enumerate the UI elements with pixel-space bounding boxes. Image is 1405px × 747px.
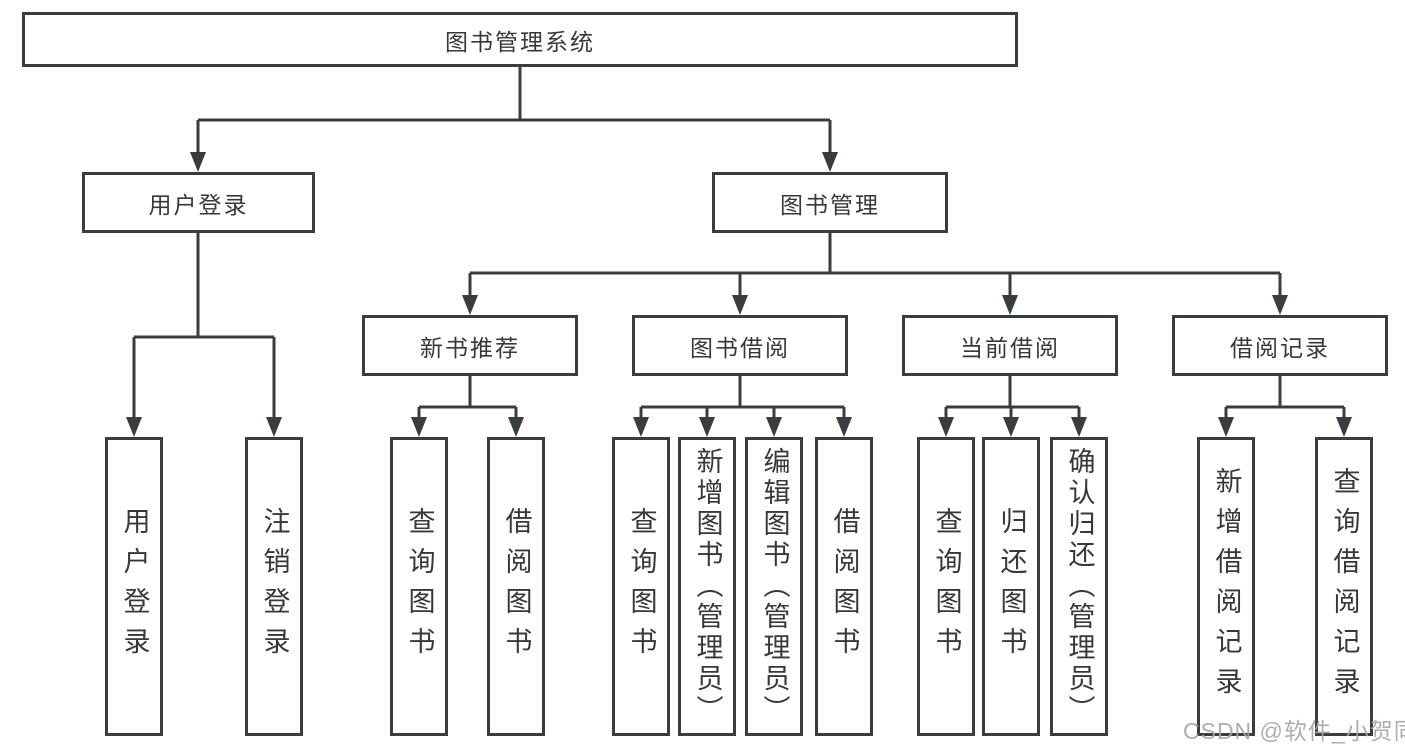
leaf-query-borrow-record: 查询借阅记录 (1315, 437, 1373, 736)
connector-current-borrowing-to-leaves (938, 376, 1087, 437)
leaf-label: 借阅图书 (829, 506, 860, 667)
csdn-watermark: CSDN @软件_小贺同学 (1183, 718, 1405, 744)
node-book-management: 图书管理 (712, 172, 948, 233)
node-new-book-recommend: 新书推荐 (362, 315, 578, 376)
connector-borrowing-records-to-leaves (1218, 376, 1352, 437)
connector-user-login-to-leaves (126, 233, 282, 437)
leaf-confirm-return-admin: 确认归还（管理员） (1050, 437, 1108, 736)
leaf-label: 查询图书 (404, 506, 435, 667)
leaf-label: 新增借阅记录 (1211, 466, 1242, 707)
node-book-borrowing: 图书借阅 (632, 315, 848, 376)
connector-book-borrowing-to-leaves (633, 376, 852, 437)
leaf-logout: 注销登录 (245, 437, 303, 736)
leaf-label: 编辑图书（管理员） (759, 447, 790, 726)
leaf-label: 归还图书 (996, 506, 1027, 667)
node-current-borrowing: 当前借阅 (902, 315, 1118, 376)
leaf-label: 注销登录 (259, 506, 290, 667)
leaf-label: 用户登录 (119, 506, 150, 667)
leaf-label: 查询图书 (626, 506, 657, 667)
leaf-query-books-under-borrowing: 查询图书 (612, 437, 670, 736)
leaf-label: 查询图书 (931, 506, 962, 667)
leaf-query-books-under-current: 查询图书 (917, 437, 975, 736)
leaf-label: 新增图书（管理员） (692, 447, 723, 726)
node-user-login: 用户登录 (82, 172, 315, 233)
leaf-label: 查询借阅记录 (1329, 466, 1360, 707)
leaf-borrow-books-under-borrowing: 借阅图书 (815, 437, 873, 736)
leaf-query-books-under-recommend: 查询图书 (390, 437, 448, 736)
leaf-borrow-books-under-recommend: 借阅图书 (487, 437, 545, 736)
connector-root-to-level2 (190, 66, 838, 172)
leaf-add-borrow-record: 新增借阅记录 (1197, 437, 1255, 736)
node-library-management-system: 图书管理系统 (22, 12, 1018, 67)
leaf-edit-books-admin: 编辑图书（管理员） (745, 437, 803, 736)
leaf-return-books: 归还图书 (982, 437, 1040, 736)
leaf-user-login: 用户登录 (105, 437, 163, 736)
leaf-label: 确认归还（管理员） (1064, 447, 1095, 726)
leaf-add-books-admin: 新增图书（管理员） (678, 437, 736, 736)
connector-new-book-recommend-to-leaves (411, 376, 524, 437)
leaf-label: 借阅图书 (501, 506, 532, 667)
connector-book-mgmt-to-level3 (462, 233, 1288, 315)
node-borrowing-records: 借阅记录 (1172, 315, 1388, 376)
